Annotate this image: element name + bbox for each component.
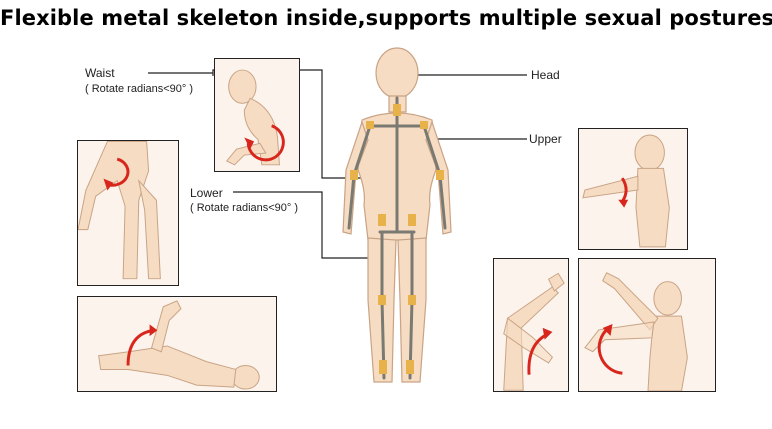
shoulder-pose-panel — [578, 258, 716, 392]
rotation-arrow-icon — [597, 326, 623, 375]
shoulder-pose-illustration — [584, 272, 688, 391]
waist-note: ( Rotate radians<90° ) — [85, 83, 194, 95]
rotation-arrow-icon — [126, 328, 154, 366]
figure-head — [375, 47, 419, 99]
lying-pose-illustration — [98, 300, 260, 390]
lower-leader — [233, 191, 378, 259]
waist-pose-panel — [214, 58, 300, 172]
waist-label: Waist — [85, 66, 115, 80]
head-label: Head — [531, 68, 560, 82]
rotation-arrow-icon — [246, 124, 285, 162]
rotation-arrow-icon — [107, 157, 130, 187]
rotation-arrow-icon — [620, 177, 628, 203]
leader-lines — [148, 69, 527, 259]
lower-label: Lower — [190, 186, 223, 200]
raised-arm-panel — [493, 258, 569, 392]
waist-leader — [212, 69, 362, 179]
arm-pose-panel — [578, 128, 688, 250]
waist-pose-illustration — [225, 69, 285, 166]
skeleton-joints — [350, 104, 444, 374]
hip-pose-panel — [77, 140, 179, 286]
hip-pose-illustration — [78, 141, 161, 280]
lower-note: ( Rotate radians<90° ) — [190, 202, 299, 214]
raised-arm-illustration — [503, 272, 565, 391]
arm-pose-illustration — [582, 134, 670, 248]
upper-label: Upper — [529, 132, 562, 146]
headline: Flexible metal skeleton inside,supports … — [0, 6, 772, 30]
lying-pose-panel — [77, 296, 277, 392]
